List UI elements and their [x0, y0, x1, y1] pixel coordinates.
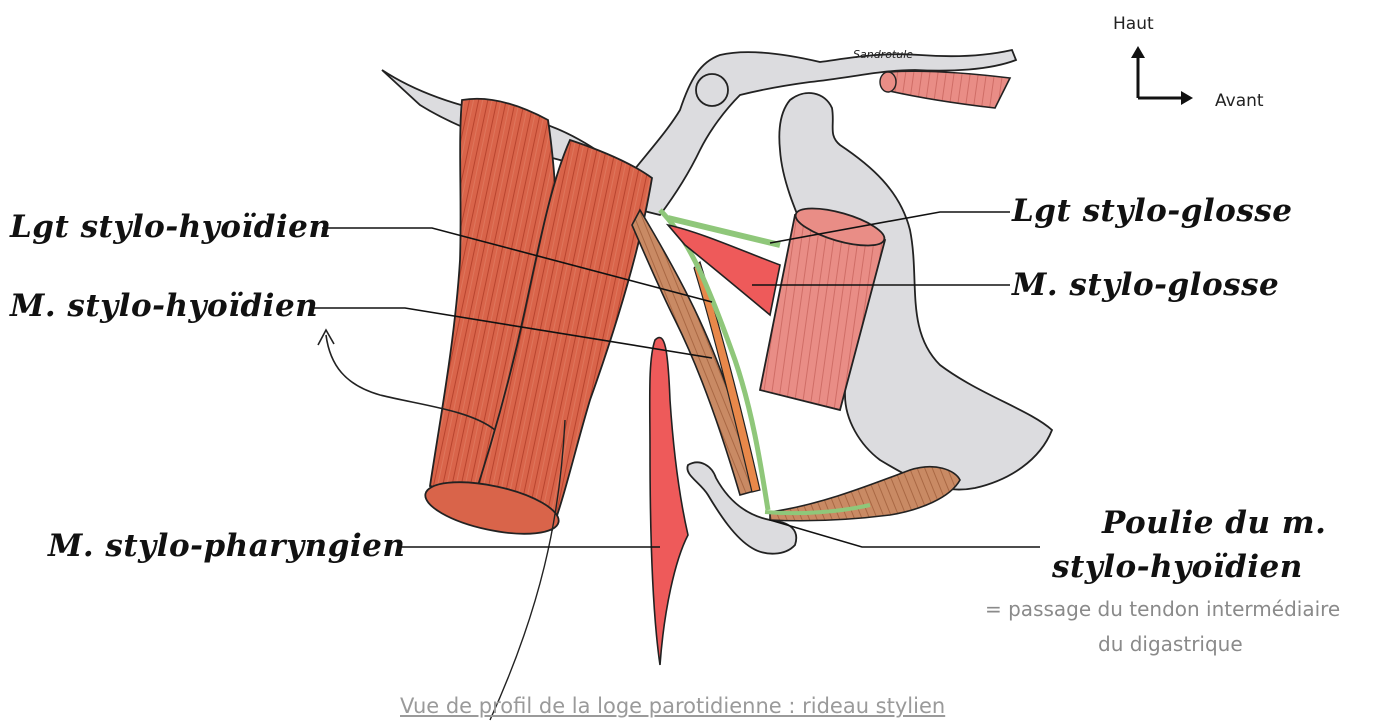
- direction-forward-label: Avant: [1215, 91, 1264, 111]
- direction-up-label: Haut: [1113, 14, 1154, 34]
- note-line2: du digastrique: [1098, 632, 1243, 656]
- leader-poulie: [770, 520, 1040, 547]
- label-lgt-stylo-hyoidien: Lgt stylo-hyoïdien: [10, 209, 331, 245]
- label-poulie-line1: Poulie du m.: [1102, 505, 1326, 541]
- sketch-text: Sandrotule: [853, 48, 913, 61]
- orientation-indicator: [1138, 54, 1183, 98]
- up-arrow-icon: [1131, 46, 1145, 58]
- condyle: [696, 74, 728, 106]
- stylopharyngeus-muscle: [650, 338, 688, 666]
- note-line1: = passage du tendon intermédiaire: [985, 597, 1340, 621]
- figure-caption: Vue de profil de la loge parotidienne : …: [400, 694, 945, 718]
- top-right-muscle: [885, 71, 1010, 108]
- label-poulie-line2: stylo-hyoïdien: [1052, 549, 1303, 585]
- label-m-stylo-glosse: M. stylo-glosse: [1012, 267, 1279, 303]
- label-m-stylo-hyoidien: M. stylo-hyoïdien: [10, 288, 318, 324]
- label-lgt-stylo-glosse: Lgt stylo-glosse: [1012, 193, 1292, 229]
- label-m-stylo-pharyngien: M. stylo-pharyngien: [48, 528, 405, 564]
- right-arrow-icon: [1181, 91, 1193, 105]
